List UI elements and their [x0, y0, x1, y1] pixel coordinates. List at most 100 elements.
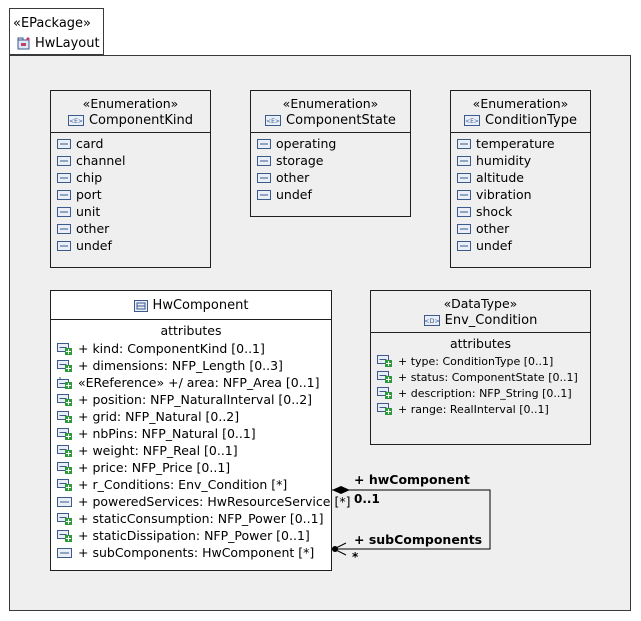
enumeration-name: ConditionType — [485, 113, 577, 128]
literal-label: unit — [76, 204, 101, 219]
literal-label: undef — [276, 187, 312, 202]
attribute-label: + dimensions: NFP_Length [0..3] — [78, 358, 283, 373]
attribute-row[interactable]: + kind: ComponentKind [0..1] — [57, 340, 331, 357]
attribute-row[interactable]: + subComponents: HwComponent [*] — [57, 544, 331, 561]
enum-literal-temperature[interactable]: temperature — [457, 135, 590, 152]
enum-literal-operating[interactable]: operating — [257, 135, 410, 152]
eenum-literal-icon — [57, 223, 71, 234]
eenum-literal-icon — [257, 138, 271, 149]
package-icon — [17, 37, 31, 50]
literal-label: storage — [276, 153, 324, 168]
attribute-label: + staticConsumption: NFP_Power [0..1] — [78, 511, 324, 526]
datatype-attribute-row[interactable]: + range: RealInterval [0..1] — [377, 401, 590, 417]
end-multiplicity-hwcomponent: 0..1 — [354, 492, 380, 506]
eenum-literal-icon — [457, 223, 471, 234]
enumeration-stereotype: «Enumeration» — [82, 96, 179, 111]
eenum-literal-icon — [457, 138, 471, 149]
attribute-row[interactable]: «EReference» +/ area: NFP_Area [0..1] — [57, 374, 331, 391]
enum-literal-undef[interactable]: undef — [57, 237, 210, 254]
enum-literal-chip[interactable]: chip — [57, 169, 210, 186]
attribute-row[interactable]: + dimensions: NFP_Length [0..3] — [57, 357, 331, 374]
attribute-row[interactable]: + r_Conditions: Env_Condition [*] — [57, 476, 331, 493]
literal-label: altitude — [476, 170, 524, 185]
eenum-literal-icon — [57, 138, 71, 149]
eattribute-icon — [57, 342, 73, 355]
attribute-row[interactable]: + price: NFP_Price [0..1] — [57, 459, 331, 476]
svg-text:<E>: <E> — [266, 118, 280, 125]
package-stereotype: «EPackage» — [13, 16, 92, 31]
eenum-literal-icon — [457, 172, 471, 183]
svg-text:<D>: <D> — [424, 317, 440, 325]
attribute-row[interactable]: + nbPins: NFP_Natural [0..1] — [57, 425, 331, 442]
attribute-list: + kind: ComponentKind [0..1] + dimensions… — [51, 338, 350, 561]
end-role-hwcomponent: + hwComponent — [354, 472, 470, 487]
enum-literal-undef[interactable]: undef — [257, 186, 410, 203]
literal-label: vibration — [476, 187, 532, 202]
eenum-literal-icon — [257, 172, 271, 183]
datatype-name: Env_Condition — [444, 313, 538, 328]
eenum-literal-icon — [57, 155, 71, 166]
eenum-literal-icon — [257, 189, 271, 200]
attribute-label: + poweredServices: HwResourceService [*] — [78, 494, 351, 509]
literal-label: undef — [76, 238, 112, 253]
enum-literal-shock[interactable]: shock — [457, 203, 590, 220]
attributes-section-title: attributes — [160, 323, 222, 338]
enum-literal-altitude[interactable]: altitude — [457, 169, 590, 186]
literal-label: shock — [476, 204, 513, 219]
attribute-row[interactable]: + poweredServices: HwResourceService [*] — [57, 493, 350, 510]
composition-diamond — [332, 486, 350, 494]
plain-ref-icon — [57, 547, 73, 559]
literal-label: undef — [476, 238, 512, 253]
class-name-row: HwComponent — [51, 298, 331, 313]
attribute-row[interactable]: + grid: NFP_Natural [0..2] — [57, 408, 331, 425]
enum-literal-storage[interactable]: storage — [257, 152, 410, 169]
attribute-row[interactable]: + staticDissipation: NFP_Power [0..1] — [57, 527, 331, 544]
enum-literal-other[interactable]: other — [257, 169, 410, 186]
datatype-stereotype: «DataType» — [443, 296, 518, 311]
eenum-literal-icon — [257, 155, 271, 166]
eattribute-icon — [57, 427, 73, 440]
association-hwcomponent-subcomponents[interactable] — [332, 486, 491, 556]
enum-literal-undef[interactable]: undef — [457, 237, 590, 254]
literal-label: channel — [76, 153, 126, 168]
literal-label: humidity — [476, 153, 532, 168]
enum-literal-other[interactable]: other — [457, 220, 590, 237]
eattribute-icon — [57, 393, 73, 406]
eenum-literal-icon — [57, 189, 71, 200]
attribute-row[interactable]: + position: NFP_NaturalInterval [0..2] — [57, 391, 331, 408]
package-name: HwLayout — [35, 36, 100, 51]
datatype-attribute-row[interactable]: + type: ConditionType [0..1] — [377, 353, 590, 369]
attribute-label: + kind: ComponentKind [0..1] — [78, 341, 265, 356]
plain-ref-icon — [57, 496, 73, 508]
attribute-label: + subComponents: HwComponent [*] — [78, 545, 315, 560]
package-tab[interactable]: «EPackage» HwLayout — [9, 8, 104, 55]
enum-literal-channel[interactable]: channel — [57, 152, 210, 169]
datatype-attribute-row[interactable]: + description: NFP_String [0..1] — [377, 385, 590, 401]
attribute-label: + r_Conditions: Env_Condition [*] — [78, 477, 288, 492]
attribute-label: + nbPins: NFP_Natural [0..1] — [78, 426, 256, 441]
literal-label: other — [76, 221, 110, 236]
enum-literal-other[interactable]: other — [57, 220, 210, 237]
eattribute-icon — [377, 371, 393, 383]
enum-literal-card[interactable]: card — [57, 135, 210, 152]
svg-text:<E>: <E> — [465, 118, 479, 125]
attribute-row[interactable]: + staticConsumption: NFP_Power [0..1] — [57, 510, 331, 527]
attribute-label: + weight: NFP_Real [0..1] — [78, 443, 238, 458]
attribute-row[interactable]: + weight: NFP_Real [0..1] — [57, 442, 331, 459]
eattribute-icon — [57, 529, 73, 542]
datatype-env-condition[interactable]: «DataType» <D> Env_Condition attributes … — [370, 290, 591, 445]
end-role-subcomponents: + subComponents — [354, 532, 483, 547]
class-hwcomponent[interactable]: HwComponent attributes + kind: Component… — [50, 290, 350, 571]
datatype-attribute-row[interactable]: + status: ComponentState [0..1] — [377, 369, 590, 385]
enum-literal-vibration[interactable]: vibration — [457, 186, 590, 203]
enum-literal-humidity[interactable]: humidity — [457, 152, 590, 169]
enum-literal-unit[interactable]: unit — [57, 203, 210, 220]
datatype-attributes-title: attributes — [449, 336, 512, 351]
eenum-literal-icon — [57, 172, 71, 183]
enum-literal-port[interactable]: port — [57, 186, 210, 203]
